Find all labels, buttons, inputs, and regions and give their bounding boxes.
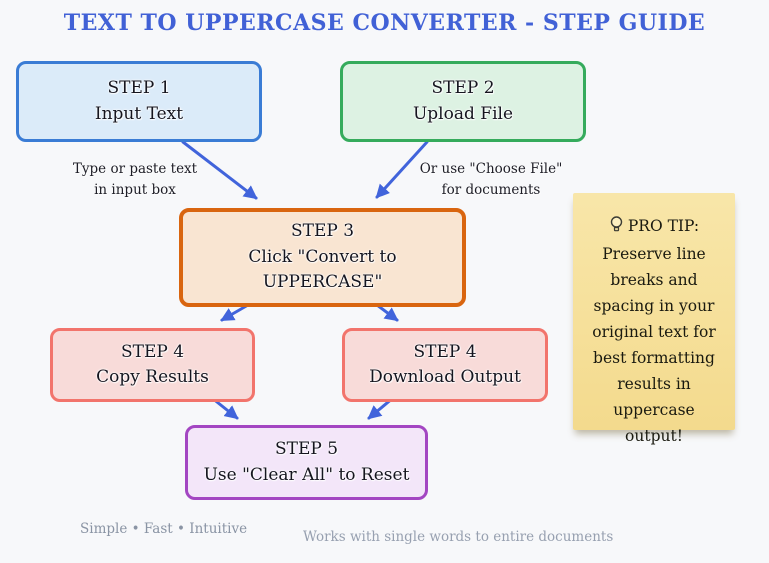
step5-label: STEP 5 xyxy=(274,439,339,459)
step2-annotation: Or use "Choose File" for documents xyxy=(419,161,563,198)
step4-download-desc: Download Output xyxy=(369,367,521,387)
step3-box: STEP 3 Click "Convert to UPPERCASE" xyxy=(179,208,466,307)
step1-desc: Input Text xyxy=(94,103,184,124)
lightbulb-icon xyxy=(609,215,624,241)
step4-download-box: STEP 4 Download Output xyxy=(342,328,548,402)
step4-copy-label: STEP 4 xyxy=(120,341,185,362)
pro-tip-body: Preserve line breaks and spacing in your… xyxy=(592,245,716,446)
step1-box: STEP 1 Input Text xyxy=(16,61,262,142)
step5-desc: Use "Clear All" to Reset xyxy=(203,464,410,485)
step2-label: STEP 2 xyxy=(431,78,495,98)
tagline-text: Simple • Fast • Intuitive xyxy=(80,521,248,537)
step2-desc: Upload File xyxy=(412,103,514,124)
pro-tip-heading-row: PRO TIP: xyxy=(581,213,727,241)
step3-label: STEP 3 xyxy=(290,221,355,242)
caption-text: Works with single words to entire docume… xyxy=(303,529,614,545)
step5-box: STEP 5 Use "Clear All" to Reset xyxy=(185,425,428,500)
step2-box: STEP 2 Upload File xyxy=(340,61,586,142)
step1-label: STEP 1 xyxy=(107,78,171,98)
pro-tip-note: PRO TIP: Preserve line breaks and spacin… xyxy=(573,193,735,445)
arrow-step3-to-step4-download xyxy=(375,303,399,322)
page-title: TEXT TO UPPERCASE CONVERTER - STEP GUIDE xyxy=(63,10,706,36)
arrow-step3-to-step4-copy xyxy=(220,303,250,322)
step4-copy-desc: Copy Results xyxy=(96,367,209,387)
step3-desc: Click "Convert to UPPERCASE" xyxy=(248,246,397,293)
step4-copy-box: STEP 4 Copy Results xyxy=(50,328,255,402)
step1-annotation: Type or paste text in input box xyxy=(72,161,198,198)
step4-download-label: STEP 4 xyxy=(413,341,477,362)
pro-tip-heading: PRO TIP: xyxy=(627,217,700,235)
